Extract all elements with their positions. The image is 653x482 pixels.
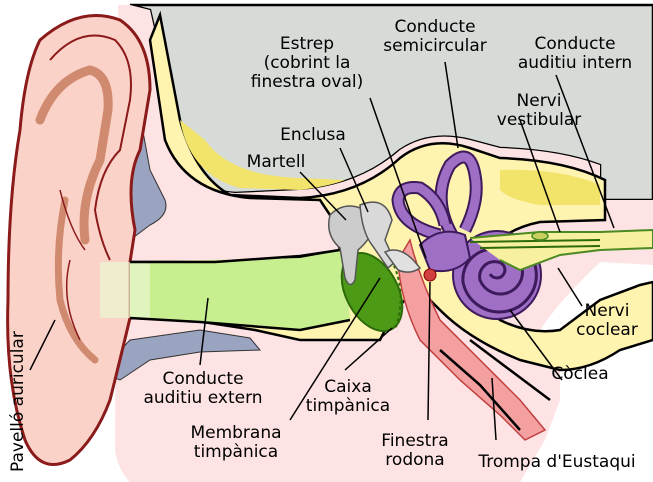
label-finestra-rodona: Finestra rodona [370, 432, 460, 470]
label-nervi-vestibular: Nervi vestibular [484, 92, 594, 130]
label-conducte-auditiu-extern: Conducte auditiu extern [125, 370, 281, 408]
label-estrep: Estrep (cobrint la finestra oval) [236, 35, 378, 92]
label-nervi-coclear: Nervi coclear [564, 302, 650, 340]
label-conducte-semicircular: Conducte semicircular [372, 18, 498, 56]
nerve-ganglion [532, 232, 548, 240]
label-coclea: Còclea [540, 365, 620, 384]
round-window [424, 269, 436, 281]
label-caixa-timpanica: Caixa timpànica [300, 378, 396, 416]
label-trompa-eustaqui: Trompa d'Eustaqui [464, 453, 650, 472]
label-membrana-timpanica: Membrana timpànica [180, 424, 292, 462]
label-martell: Martell [236, 153, 316, 172]
ear-canal-fade [100, 262, 150, 318]
label-enclusa: Enclusa [268, 126, 358, 145]
label-conducte-auditiu-intern: Conducte auditiu intern [500, 35, 650, 73]
vestibule [420, 232, 470, 271]
label-pavello-auricular: Pavelló auricular [8, 331, 28, 472]
